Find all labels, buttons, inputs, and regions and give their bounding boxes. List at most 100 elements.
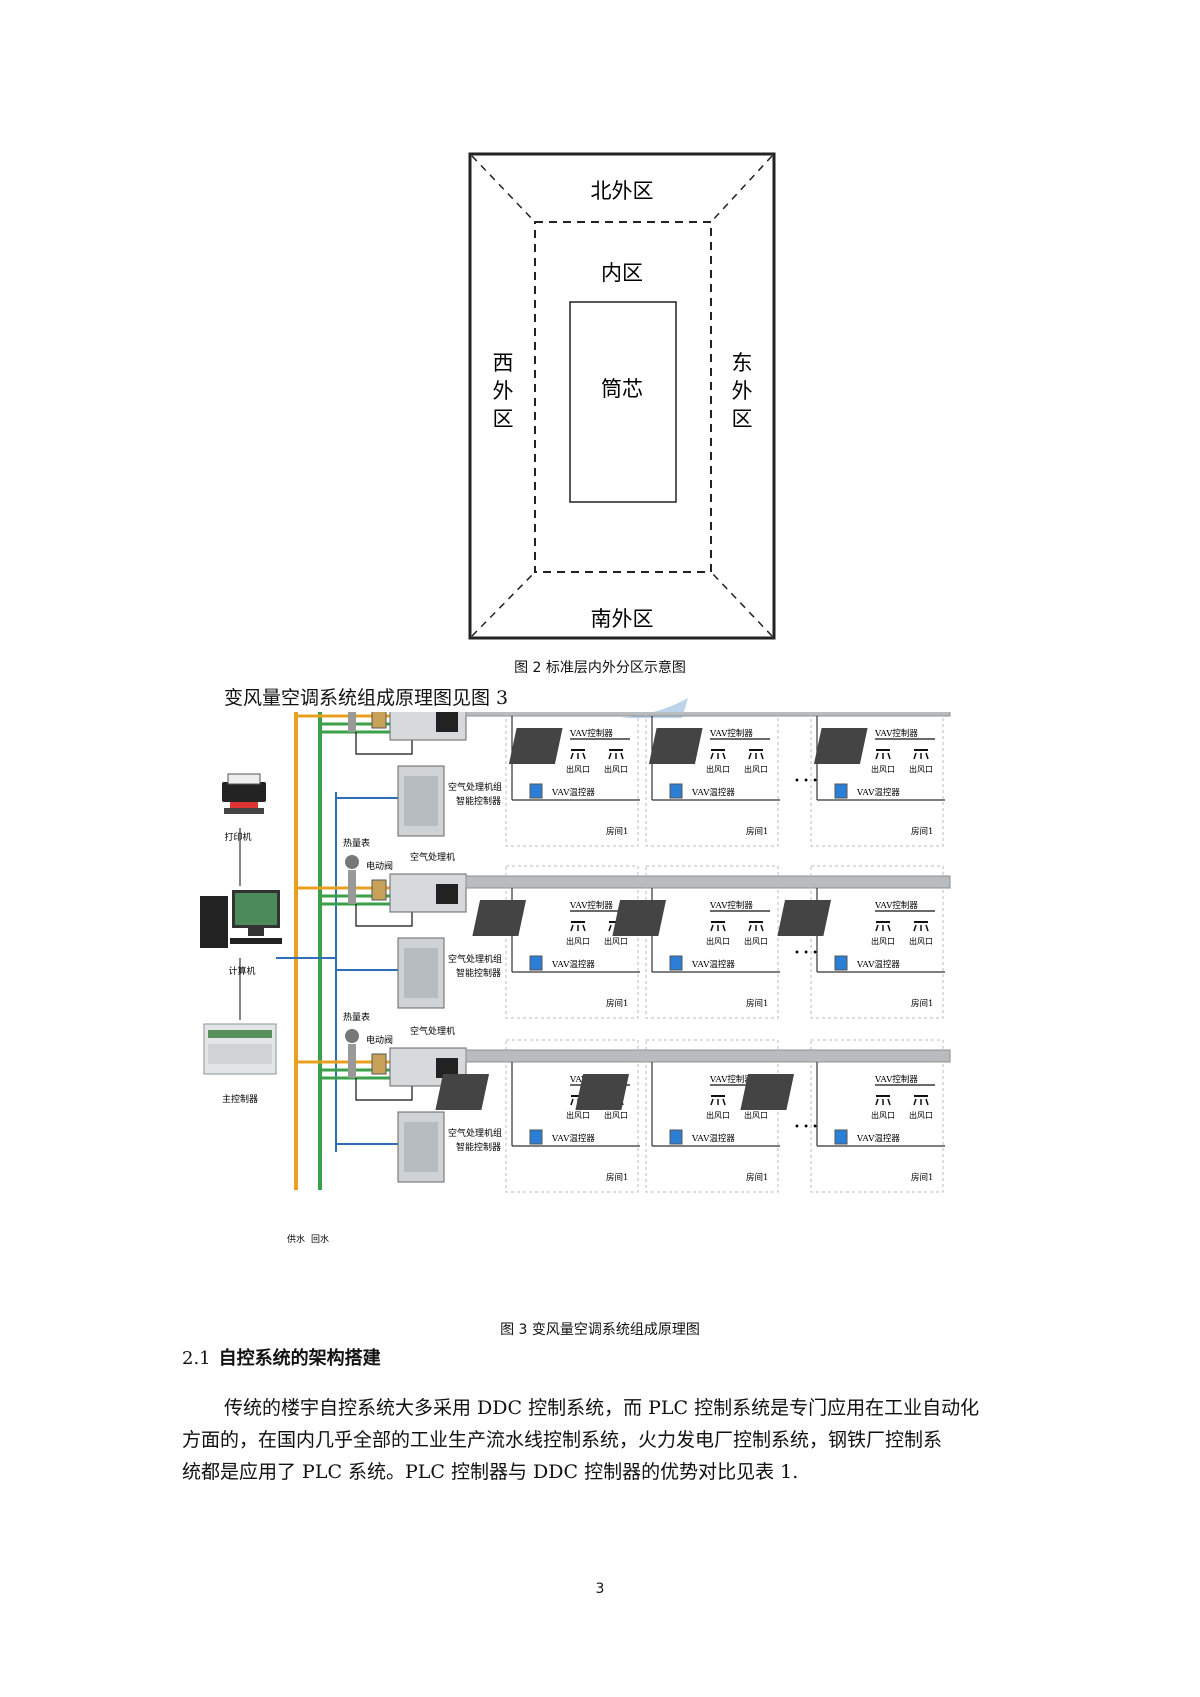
- diagonal-sw: [471, 571, 536, 637]
- diagonal-ne: [710, 155, 773, 223]
- tier-2-room-2-outlet-1-label: 出风口: [706, 936, 730, 946]
- tier-3-ahu-ctrl-label-2: 智能控制器: [456, 1141, 501, 1153]
- tier-3-room-2-outlet-2-label: 出风口: [744, 1110, 768, 1120]
- tier-3-room-2-thermostat-icon: [669, 1129, 683, 1145]
- tier-1-ahu-ctrl-label-1: 空气处理机组: [448, 781, 502, 793]
- tier-3-room-1-outlet-2-label: 出风口: [604, 1110, 628, 1120]
- paragraph-line-1: 传统的楼宇自控系统大多采用 DDC 控制系统，而 PLC 控制系统是专门应用在工…: [224, 1397, 980, 1419]
- paragraph-line-2: 方面的，在国内几乎全部的工业生产流水线控制系统，火力发电厂控制系统，钢铁厂控制系: [182, 1429, 943, 1451]
- tier-1-room-2-outlet-1-icon: [710, 749, 726, 760]
- tier-3-room-2-room-label: 房间1: [746, 1172, 768, 1183]
- tier-1-room-3-thermostat-icon: [834, 783, 848, 799]
- tier-3-room-3-thermostat-label: VAV温控器: [856, 1133, 900, 1144]
- zone-south-label: 南外区: [591, 607, 654, 631]
- zone-east-label-2: 外: [732, 379, 753, 403]
- tier-1-room-2-outlet-2-label: 出风口: [744, 764, 768, 774]
- tier-3-heat-meter-label: 热量表: [343, 1011, 370, 1023]
- tier-3-room-3-vav-ctrl-label: VAV控制器: [874, 1074, 918, 1085]
- tier-2-ahu-ctrl-label-1: 空气处理机组: [448, 953, 502, 965]
- tier-2-room-3-thermostat-icon: [834, 955, 848, 971]
- tier-2-room-2-outlet-2-icon: [748, 921, 764, 932]
- zone-west-label-2: 外: [493, 379, 514, 403]
- computer-icon: [200, 890, 282, 948]
- tier-1-room-2-vav-box-icon: [648, 728, 703, 764]
- tier-2-room-3-outlet-2-label: 出风口: [909, 936, 933, 946]
- body-paragraph: 传统的楼宇自控系统大多采用 DDC 控制系统，而 PLC 控制系统是专门应用在工…: [182, 1392, 1022, 1488]
- tier-3-room-3-outlet-1-label: 出风口: [871, 1110, 895, 1120]
- tier-2-room-3-outlet-1-icon: [875, 921, 891, 932]
- tier-2-ahu-ctrl-label-2: 智能控制器: [456, 967, 501, 979]
- tier-3-supply-duct: [465, 1049, 951, 1063]
- tier-2-room-2-thermostat-label: VAV温控器: [691, 959, 735, 970]
- tier-2-ellipsis: • • •: [794, 948, 818, 959]
- paragraph-line-3: 统都是应用了 PLC 系统。PLC 控制器与 DDC 控制器的优势对比见表 1.: [182, 1461, 799, 1483]
- main-controller-icon: [203, 1023, 277, 1075]
- tier-1-room-3-vav-ctrl-label: VAV控制器: [874, 728, 918, 739]
- tier-3-room-2-outlet-1-icon: [710, 1095, 726, 1106]
- tier-1-ellipsis: • • •: [794, 776, 818, 787]
- tier-1-room-1-vav-ctrl-label: VAV控制器: [569, 728, 613, 739]
- tier-3-room-2-boundary: [645, 1039, 779, 1193]
- tier-3-room-2-vav-ctrl-label: VAV控制器: [709, 1074, 753, 1085]
- tier-3-room-1-outlet-1-label: 出风口: [566, 1110, 590, 1120]
- tier-2-valve-wiring: [355, 904, 413, 927]
- tier-2-room-2-boundary: [645, 865, 779, 1019]
- zone-north-label: 北外区: [591, 179, 654, 203]
- tier-1-room-2-boundary: [645, 712, 779, 847]
- tier-3-heat-meter-icon: [345, 1029, 359, 1043]
- tier-1-room-1-boundary: [505, 712, 639, 847]
- tier-1-room-1-outlet-2-label: 出风口: [604, 764, 628, 774]
- tier-2-ahu-label: 空气处理机: [410, 851, 455, 863]
- tier-2-room-1-boundary: [505, 865, 639, 1019]
- tier-3-room-1-thermostat-label: VAV温控器: [551, 1133, 595, 1144]
- tier-3-room-2-outlet-1-label: 出风口: [706, 1110, 730, 1120]
- tier-2-heat-meter-icon: [345, 855, 359, 869]
- tier-1-room-1-thermostat-label: VAV温控器: [551, 787, 595, 798]
- figure-2-zoning-diagram: 北外区 内区 筒芯 西 外 区 东 外 区 南外区: [468, 152, 776, 640]
- tier-3-ahu-controller-door: [404, 1122, 438, 1172]
- tier-2-room-2-outlet-2-label: 出风口: [744, 936, 768, 946]
- tier-1-ahu-ctrl-label-2: 智能控制器: [456, 795, 501, 807]
- tier-1-room-1-outlet-1-label: 出风口: [566, 764, 590, 774]
- tier-2-room-1-outlet-1-icon: [570, 921, 586, 932]
- tier-2-room-3-thermostat-label: VAV温控器: [856, 959, 900, 970]
- tier-1-room-1-vav-box-icon: [508, 728, 563, 764]
- tier-2-room-1-vav-ctrl-label: VAV控制器: [569, 900, 613, 911]
- tier-2-supply-duct: [465, 875, 951, 889]
- tier-1-ahu-fan-icon: [436, 712, 458, 732]
- tier-1-room-3-vav-box-icon: [813, 728, 868, 764]
- tier-3-room-2-vav-box-icon: [575, 1074, 630, 1110]
- figure-3-static-layer: [200, 773, 282, 1075]
- tier-2-room-2-vav-box-icon: [612, 900, 667, 936]
- section-title: 自控系统的架构搭建: [218, 1348, 381, 1369]
- tier-2-room-1-thermostat-label: VAV温控器: [551, 959, 595, 970]
- tier-2-room-1-room-label: 房间1: [606, 998, 628, 1009]
- figure-2-caption: 图 2 标准层内外分区示意图: [514, 660, 686, 676]
- zone-inner-label: 内区: [601, 261, 643, 285]
- figure-3-caption: 图 3 变风量空调系统组成原理图: [500, 1322, 700, 1338]
- tier-2-room-3-outlet-2-icon: [913, 921, 929, 932]
- tier-2-room-1-thermostat-icon: [529, 955, 543, 971]
- tier-3-room-1-thermostat-icon: [529, 1129, 543, 1145]
- tier-1-room-3-boundary: [810, 712, 944, 847]
- tier-3-room-3-room-label: 房间1: [911, 1172, 933, 1183]
- tier-1-room-2-thermostat-label: VAV温控器: [691, 787, 735, 798]
- tier-3-ahu-ctrl-label-1: 空气处理机组: [448, 1127, 502, 1139]
- intro-sentence: 变风量空调系统组成原理图见图 3: [224, 687, 509, 709]
- tier-2-room-3-outlet-1-label: 出风口: [871, 936, 895, 946]
- outer-boundary: [468, 152, 776, 640]
- tier-1-ahu-controller-door: [404, 776, 438, 826]
- tier-1-room-1-outlet-1-icon: [570, 749, 586, 760]
- tier-1-heat-meter-stem: [348, 712, 356, 732]
- tier-3-room-3-vav-box-icon: [740, 1074, 795, 1110]
- tier-1-room-3-thermostat-label: VAV温控器: [856, 787, 900, 798]
- tier-2-room-2-room-label: 房间1: [746, 998, 768, 1009]
- zone-east-label-1: 东: [732, 351, 753, 375]
- tier-3-room-3-outlet-2-icon: [913, 1095, 929, 1106]
- tier-1-room-3-outlet-1-label: 出风口: [871, 764, 895, 774]
- tier-3-room-3-boundary: [810, 1039, 944, 1193]
- tier-1-valve-icon: [371, 712, 387, 729]
- tier-2-room-1-vav-box-icon: [472, 900, 527, 936]
- controller-label: 主控制器: [222, 1093, 258, 1105]
